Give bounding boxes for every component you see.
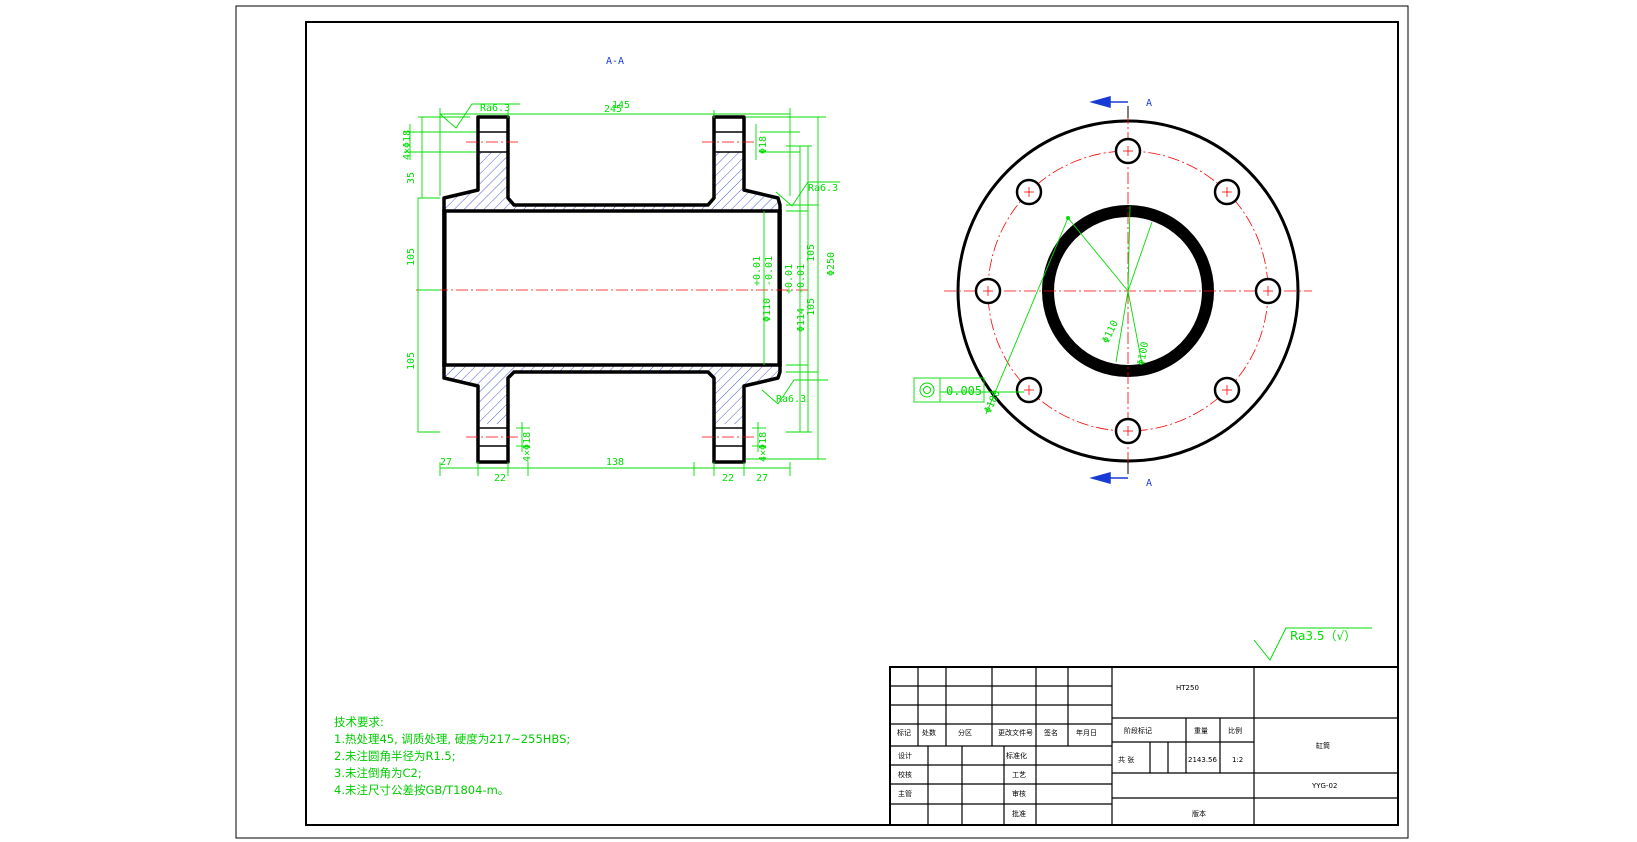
tech-req-item-4: 4.未注尺寸公差按GB/T1804-m。 (334, 783, 509, 797)
dim-bottom-27-left: 27 (440, 457, 452, 468)
tech-req-item-2: 2.未注圆角半径为R1.5; (334, 749, 456, 763)
front-dim-100: Φ100 (1136, 341, 1151, 367)
front-view: A A 0.005 Φ110 Φ100 Φ180 (913, 96, 1312, 489)
concentricity-symbol-outer (919, 382, 935, 398)
section-label: A-A (606, 56, 624, 67)
section-mark-bottom: A (1146, 478, 1152, 489)
dim-bottom-138: 138 (606, 457, 624, 468)
dim-right-105-top: 105 (806, 244, 817, 262)
concentricity-symbol-inner (923, 386, 931, 394)
front-dim-110: Φ110 (1101, 319, 1121, 345)
dim-bore-114-tol-up: +0.01 (784, 264, 795, 294)
dim-hole-top-right: Φ18 (758, 136, 769, 154)
tech-req-title: 技术要求: (334, 715, 384, 729)
sheet-outer-border (235, 5, 1409, 839)
dim-hole-bottom-left: 4×Φ18 (522, 432, 533, 462)
tb-weight-value: 2143.56 (1188, 756, 1217, 764)
dim-top-length: 245 (604, 104, 622, 115)
bore-outline (442, 209, 782, 367)
roughness-right: Ra6.3 (808, 183, 838, 194)
tb-header-mark: 标记 (897, 728, 911, 737)
tb-check: 校核 (898, 770, 912, 779)
hatched-material (442, 152, 780, 424)
sheet-inner-border (305, 21, 1399, 826)
dim-bore-114: Φ114 (796, 308, 807, 332)
dim-bore-110-tol-up: +0.01 (752, 256, 763, 286)
tb-part-name: 缸筒 (1316, 741, 1330, 750)
tb-approve: 审核 (1012, 789, 1026, 798)
general-roughness: Ra3.5（√） (1253, 627, 1372, 661)
dim-outer-250: Φ250 (826, 252, 837, 276)
roughness-bottom: Ra6.3 (776, 394, 806, 405)
dim-bottom-27-right: 27 (756, 473, 768, 484)
tb-header-sign: 签名 (1044, 728, 1058, 737)
tb-header-count: 处数 (922, 728, 936, 737)
tb-design: 设计 (898, 751, 912, 760)
section-centerlines (416, 141, 808, 438)
tb-weight-label: 重量 (1194, 727, 1208, 735)
dim-left-105-bottom: 105 (406, 352, 417, 370)
tech-req-item-1: 1.热处理45, 调质处理, 硬度为217~255HBS; (334, 732, 570, 746)
tech-requirements: 技术要求: 1.热处理45, 调质处理, 硬度为217~255HBS; 2.未注… (334, 715, 570, 797)
dim-hole-bottom-right: 4×Φ18 (758, 432, 769, 462)
tb-ratify: 批准 (1012, 809, 1026, 818)
tb-process: 工艺 (1012, 771, 1026, 779)
tb-standardization: 标准化 (1006, 751, 1027, 760)
section-dimension-lines (404, 103, 840, 476)
tb-drawing-number: YYG-02 (1311, 782, 1337, 790)
tb-sheets: 共 张 (1118, 755, 1134, 764)
tolerance-value: 0.005 (946, 384, 982, 398)
section-dimension-texts: 145 245 Ra6.3 Ra6.3 Ra6.3 4×Φ18 Φ18 4×Φ1… (402, 100, 838, 484)
dim-left-105-top: 105 (406, 248, 417, 266)
bolt-holes-front (974, 137, 1282, 445)
tb-scale-label: 比例 (1228, 726, 1242, 735)
title-block: HT250 标记 处数 分区 更改文件号 签名 年月日 设计 标准化 校核 工艺… (889, 666, 1399, 826)
tb-stage: 阶段标记 (1124, 726, 1152, 735)
tb-version: 版本 (1192, 809, 1206, 818)
tb-main: 主管 (898, 789, 912, 798)
dim-hole-top-left: 4×Φ18 (402, 130, 413, 160)
dim-left-35: 35 (406, 172, 417, 184)
dim-bottom-22-left: 22 (494, 473, 506, 484)
tb-header-doc: 更改文件号 (998, 728, 1033, 737)
general-roughness-text: Ra3.5（√） (1290, 629, 1356, 643)
dim-right-105-bottom: 105 (806, 298, 817, 316)
section-arrows (1089, 96, 1129, 484)
front-leaders (913, 205, 1153, 415)
tb-header-date: 年月日 (1076, 728, 1097, 737)
tb-material: HT250 (1176, 684, 1199, 692)
dim-bore-114-tol-dn: -0.01 (796, 264, 807, 294)
dim-bore-110: Φ110 (762, 298, 773, 322)
roughness-top: Ra6.3 (480, 103, 510, 114)
dim-bore-110-tol-dn: -0.01 (764, 256, 775, 286)
section-mark-top: A (1146, 98, 1152, 109)
tb-header-zone: 分区 (958, 728, 972, 737)
dim-top-overall: 145 (612, 100, 630, 111)
tb-scale-value: 1:2 (1232, 756, 1243, 764)
section-view: 145 245 Ra6.3 Ra6.3 Ra6.3 4×Φ18 Φ18 4×Φ1… (402, 100, 840, 484)
dim-bottom-22-right: 22 (722, 473, 734, 484)
bolt-holes-section (478, 131, 744, 447)
tech-req-item-3: 3.未注倒角为C2; (334, 766, 422, 780)
